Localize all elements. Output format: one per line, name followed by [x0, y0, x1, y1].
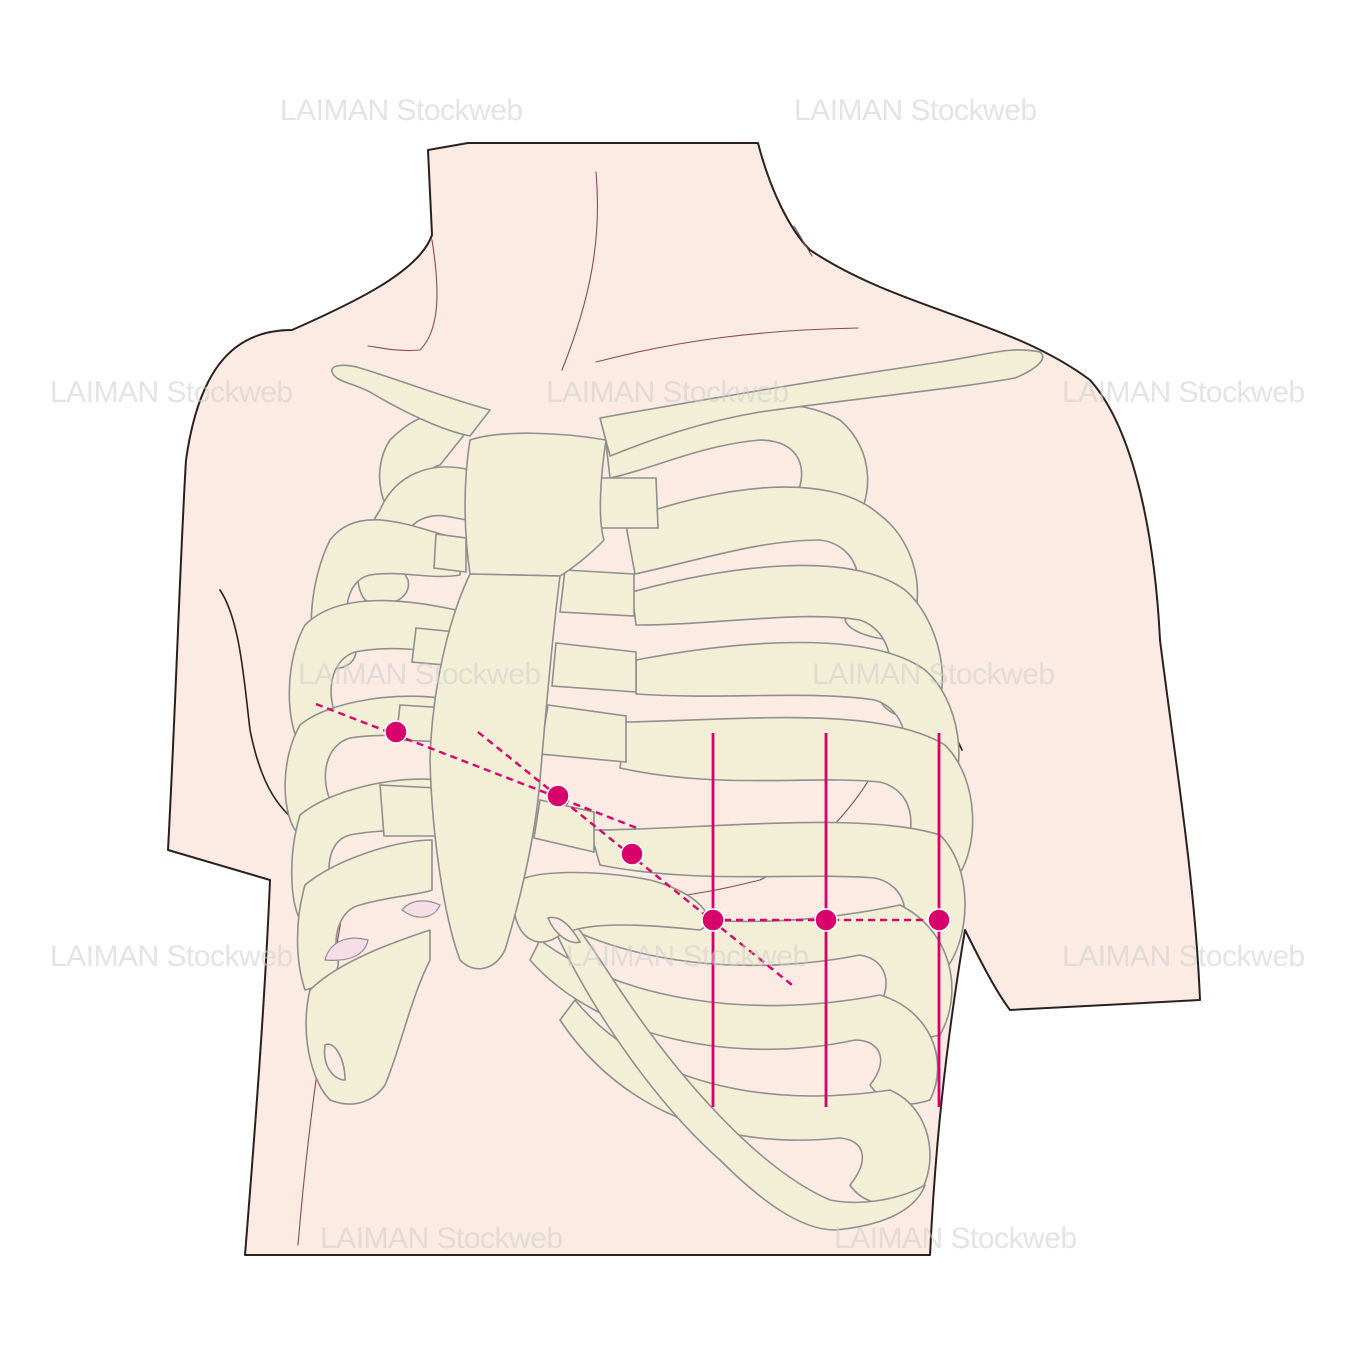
clavicle-right	[599, 349, 1044, 457]
electrode-v6	[927, 908, 951, 932]
electrode-v1	[384, 720, 408, 744]
clavicle-skin-line	[595, 327, 859, 363]
electrode-v2	[546, 784, 570, 808]
sternum-body	[429, 573, 561, 970]
neck-shadow-line	[367, 239, 438, 352]
trapezius-line	[793, 225, 813, 257]
neck-contour-line	[561, 171, 599, 371]
shoulder-line-left	[219, 589, 307, 831]
electrode-v5	[814, 908, 838, 932]
electrode-v4	[701, 908, 725, 932]
clavicle-left	[331, 364, 491, 437]
manubrium	[464, 432, 607, 577]
electrode-v3	[620, 842, 644, 866]
electrodes	[384, 720, 951, 932]
